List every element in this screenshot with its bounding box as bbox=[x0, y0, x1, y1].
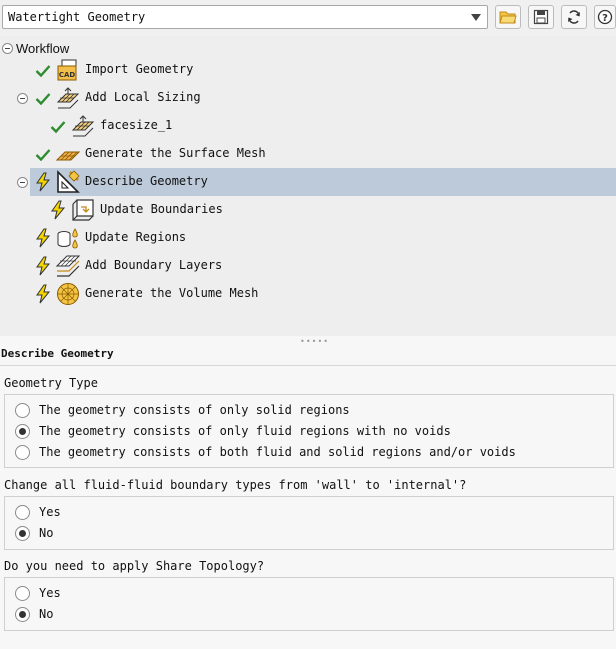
tree-root-workflow[interactable]: Workflow bbox=[2, 39, 69, 57]
fluid-boundary-question: Change all fluid-fluid boundary types fr… bbox=[4, 478, 467, 492]
check-icon bbox=[35, 65, 51, 78]
geometry-type-group: The geometry consists of only solid regi… bbox=[4, 394, 614, 468]
lightning-icon bbox=[36, 172, 51, 192]
splitter-grip-icon: ••••• bbox=[300, 337, 330, 346]
tree-item-facesize-1[interactable]: facesize_1 bbox=[0, 112, 616, 140]
share-topology-option-no[interactable]: No bbox=[15, 605, 53, 623]
tree-item-label: facesize_1 bbox=[100, 118, 173, 132]
lightning-icon bbox=[36, 256, 51, 276]
fluid-boundary-option-yes[interactable]: Yes bbox=[15, 503, 61, 521]
tree-item-import-geometry[interactable]: CAD Import Geometry bbox=[0, 56, 616, 84]
share-topology-option-yes[interactable]: Yes bbox=[15, 584, 61, 602]
geometry-type-label: Geometry Type bbox=[4, 376, 98, 390]
open-folder-button[interactable] bbox=[495, 5, 521, 29]
tree-item-update-boundaries[interactable]: Update Boundaries bbox=[0, 196, 616, 224]
option-label: The geometry consists of only solid regi… bbox=[39, 403, 350, 417]
radio-button-selected[interactable] bbox=[15, 423, 30, 439]
radio-button[interactable] bbox=[15, 402, 30, 418]
tree-item-describe-geometry[interactable]: Describe Geometry bbox=[0, 168, 616, 196]
task-panel: Describe Geometry Geometry Type The geom… bbox=[0, 344, 616, 649]
cad-icon: CAD bbox=[57, 59, 77, 81]
check-icon bbox=[35, 93, 51, 106]
collapse-icon[interactable] bbox=[2, 42, 13, 54]
regions-icon bbox=[57, 228, 78, 249]
option-label: Yes bbox=[39, 505, 61, 519]
option-label: No bbox=[39, 526, 54, 540]
tree-item-describe-geometry-highlight bbox=[30, 168, 616, 196]
chevron-down-icon[interactable] bbox=[471, 14, 481, 21]
tree-item-label: Add Local Sizing bbox=[85, 90, 201, 104]
option-label: No bbox=[39, 607, 54, 621]
check-icon bbox=[50, 121, 66, 134]
mesh-sizing-icon bbox=[56, 87, 80, 109]
radio-button-selected[interactable] bbox=[15, 525, 30, 541]
boundary-icon bbox=[72, 199, 94, 221]
option-label: Yes bbox=[39, 586, 61, 600]
geometry-type-option-solid[interactable]: The geometry consists of only solid regi… bbox=[15, 401, 350, 419]
help-icon: ? bbox=[597, 9, 613, 25]
divider bbox=[0, 365, 616, 366]
help-button[interactable]: ? bbox=[594, 5, 616, 29]
panel-title: Describe Geometry bbox=[1, 347, 114, 360]
collapse-icon[interactable] bbox=[17, 93, 28, 104]
refresh-icon bbox=[568, 10, 580, 24]
tree-item-label: Update Boundaries bbox=[100, 202, 223, 216]
tree-item-label: Describe Geometry bbox=[85, 174, 208, 188]
workflow-tree: Workflow CAD Import Geometry Add Local S… bbox=[0, 36, 616, 336]
tree-item-add-boundary-layers[interactable]: Add Boundary Layers bbox=[0, 252, 616, 280]
radio-button[interactable] bbox=[15, 585, 30, 601]
share-topology-question: Do you need to apply Share Topology? bbox=[4, 559, 265, 573]
collapse-icon[interactable] bbox=[17, 177, 28, 188]
tree-item-label: Add Boundary Layers bbox=[85, 258, 223, 272]
tree-item-add-local-sizing[interactable]: Add Local Sizing bbox=[0, 84, 616, 112]
geometry-icon bbox=[57, 170, 80, 193]
toolbar: Watertight Geometry ? bbox=[0, 0, 616, 36]
fluid-boundary-group: Yes No bbox=[4, 496, 614, 550]
option-label: The geometry consists of both fluid and … bbox=[39, 445, 516, 459]
tree-item-label: Import Geometry bbox=[85, 62, 194, 76]
tree-item-label: Generate the Surface Mesh bbox=[85, 146, 266, 160]
save-button[interactable] bbox=[528, 5, 554, 29]
tree-root-label: Workflow bbox=[16, 40, 70, 56]
geometry-type-option-both[interactable]: The geometry consists of both fluid and … bbox=[15, 443, 516, 461]
boundary-layers-icon bbox=[56, 255, 80, 277]
surface-mesh-icon bbox=[56, 151, 80, 161]
tree-item-label: Generate the Volume Mesh bbox=[85, 286, 259, 300]
tree-item-label: Update Regions bbox=[85, 230, 187, 244]
mesh-sizing-icon bbox=[71, 115, 95, 137]
save-icon bbox=[533, 9, 549, 25]
tree-item-generate-volume-mesh[interactable]: Generate the Volume Mesh bbox=[0, 280, 616, 308]
lightning-icon bbox=[51, 200, 66, 220]
radio-button[interactable] bbox=[15, 444, 30, 460]
tree-item-update-regions[interactable]: Update Regions bbox=[0, 224, 616, 252]
svg-text:?: ? bbox=[602, 13, 608, 24]
share-topology-group: Yes No bbox=[4, 577, 614, 631]
fluid-boundary-option-no[interactable]: No bbox=[15, 524, 53, 542]
open-folder-icon bbox=[499, 11, 517, 24]
tree-item-generate-surface-mesh[interactable]: Generate the Surface Mesh bbox=[0, 140, 616, 168]
lightning-icon bbox=[36, 284, 51, 304]
volume-mesh-icon bbox=[57, 283, 79, 305]
check-icon bbox=[35, 149, 51, 162]
lightning-icon bbox=[36, 228, 51, 248]
svg-text:CAD: CAD bbox=[59, 71, 76, 79]
workflow-select-value: Watertight Geometry bbox=[8, 10, 146, 24]
option-label: The geometry consists of only fluid regi… bbox=[39, 424, 451, 438]
workflow-select[interactable]: Watertight Geometry bbox=[2, 5, 488, 29]
geometry-type-option-fluid[interactable]: The geometry consists of only fluid regi… bbox=[15, 422, 451, 440]
radio-button[interactable] bbox=[15, 504, 30, 520]
panel-splitter[interactable]: ••••• bbox=[0, 336, 616, 346]
radio-button-selected[interactable] bbox=[15, 606, 30, 622]
refresh-button[interactable] bbox=[561, 5, 587, 29]
